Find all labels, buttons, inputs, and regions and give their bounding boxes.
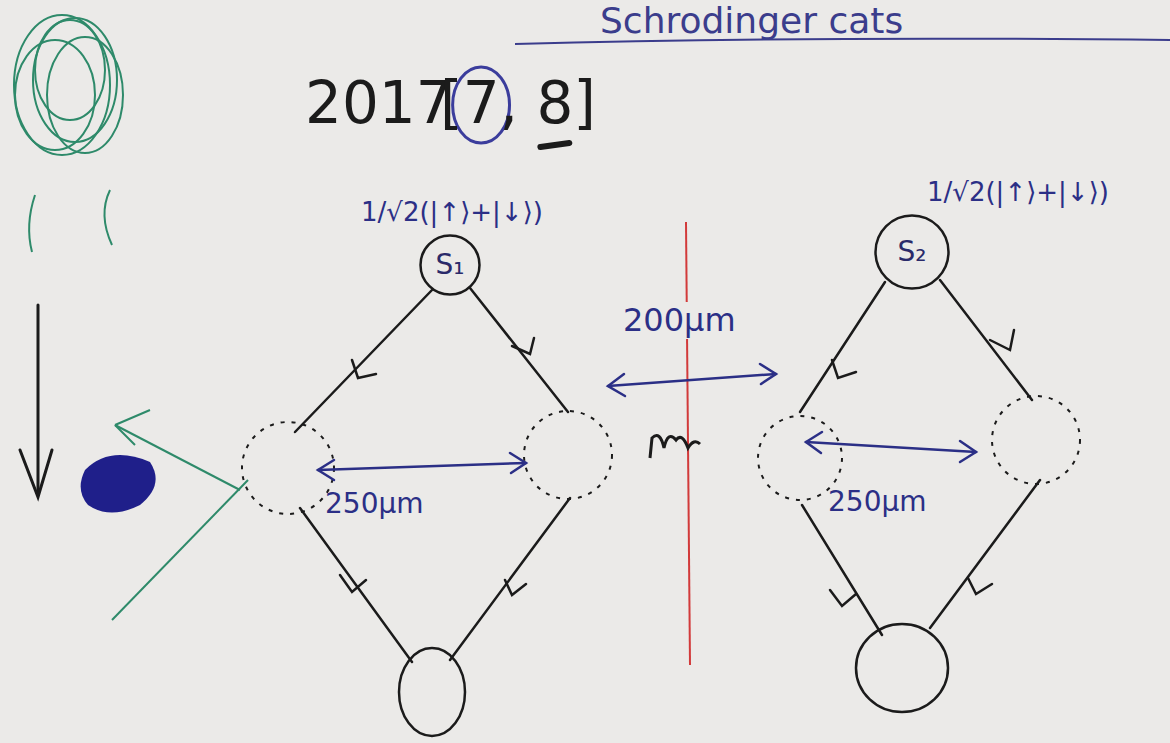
ink-blob	[81, 455, 156, 512]
reference-label: [7, 8]	[440, 70, 596, 137]
left-interferometer	[295, 288, 570, 736]
dimension-label: 200μm	[620, 302, 739, 339]
state-label: 1/√2(|↑⟩+|↓⟩)	[927, 178, 1109, 208]
node-content: S₁	[419, 234, 481, 296]
state-label: 1/√2(|↑⟩+|↓⟩)	[361, 198, 543, 228]
fall-arrow	[20, 305, 52, 497]
dimension-label: 250μm	[325, 488, 424, 520]
spin-source-circle: S₂1/√2(|↑⟩+|↓⟩)	[874, 214, 950, 290]
interaction-spring	[650, 436, 700, 458]
node-content: S₂	[874, 214, 950, 290]
source-name: S₂	[898, 236, 927, 268]
dimension-arrows	[318, 364, 976, 480]
left-wavepackets	[242, 411, 612, 514]
spin-source-circle: S₁1/√2(|↑⟩+|↓⟩)	[419, 234, 481, 296]
dimension-label: 250μm	[828, 486, 927, 518]
ref-underline	[540, 143, 569, 147]
page-title: Schrodinger cats	[600, 0, 903, 41]
right-wavepackets	[758, 396, 1080, 500]
laser-lines	[112, 410, 248, 620]
source-name: S₁	[436, 249, 465, 281]
right-interferometer	[800, 280, 1040, 712]
green-scribble	[14, 15, 123, 252]
year-label: 2017	[305, 70, 453, 137]
